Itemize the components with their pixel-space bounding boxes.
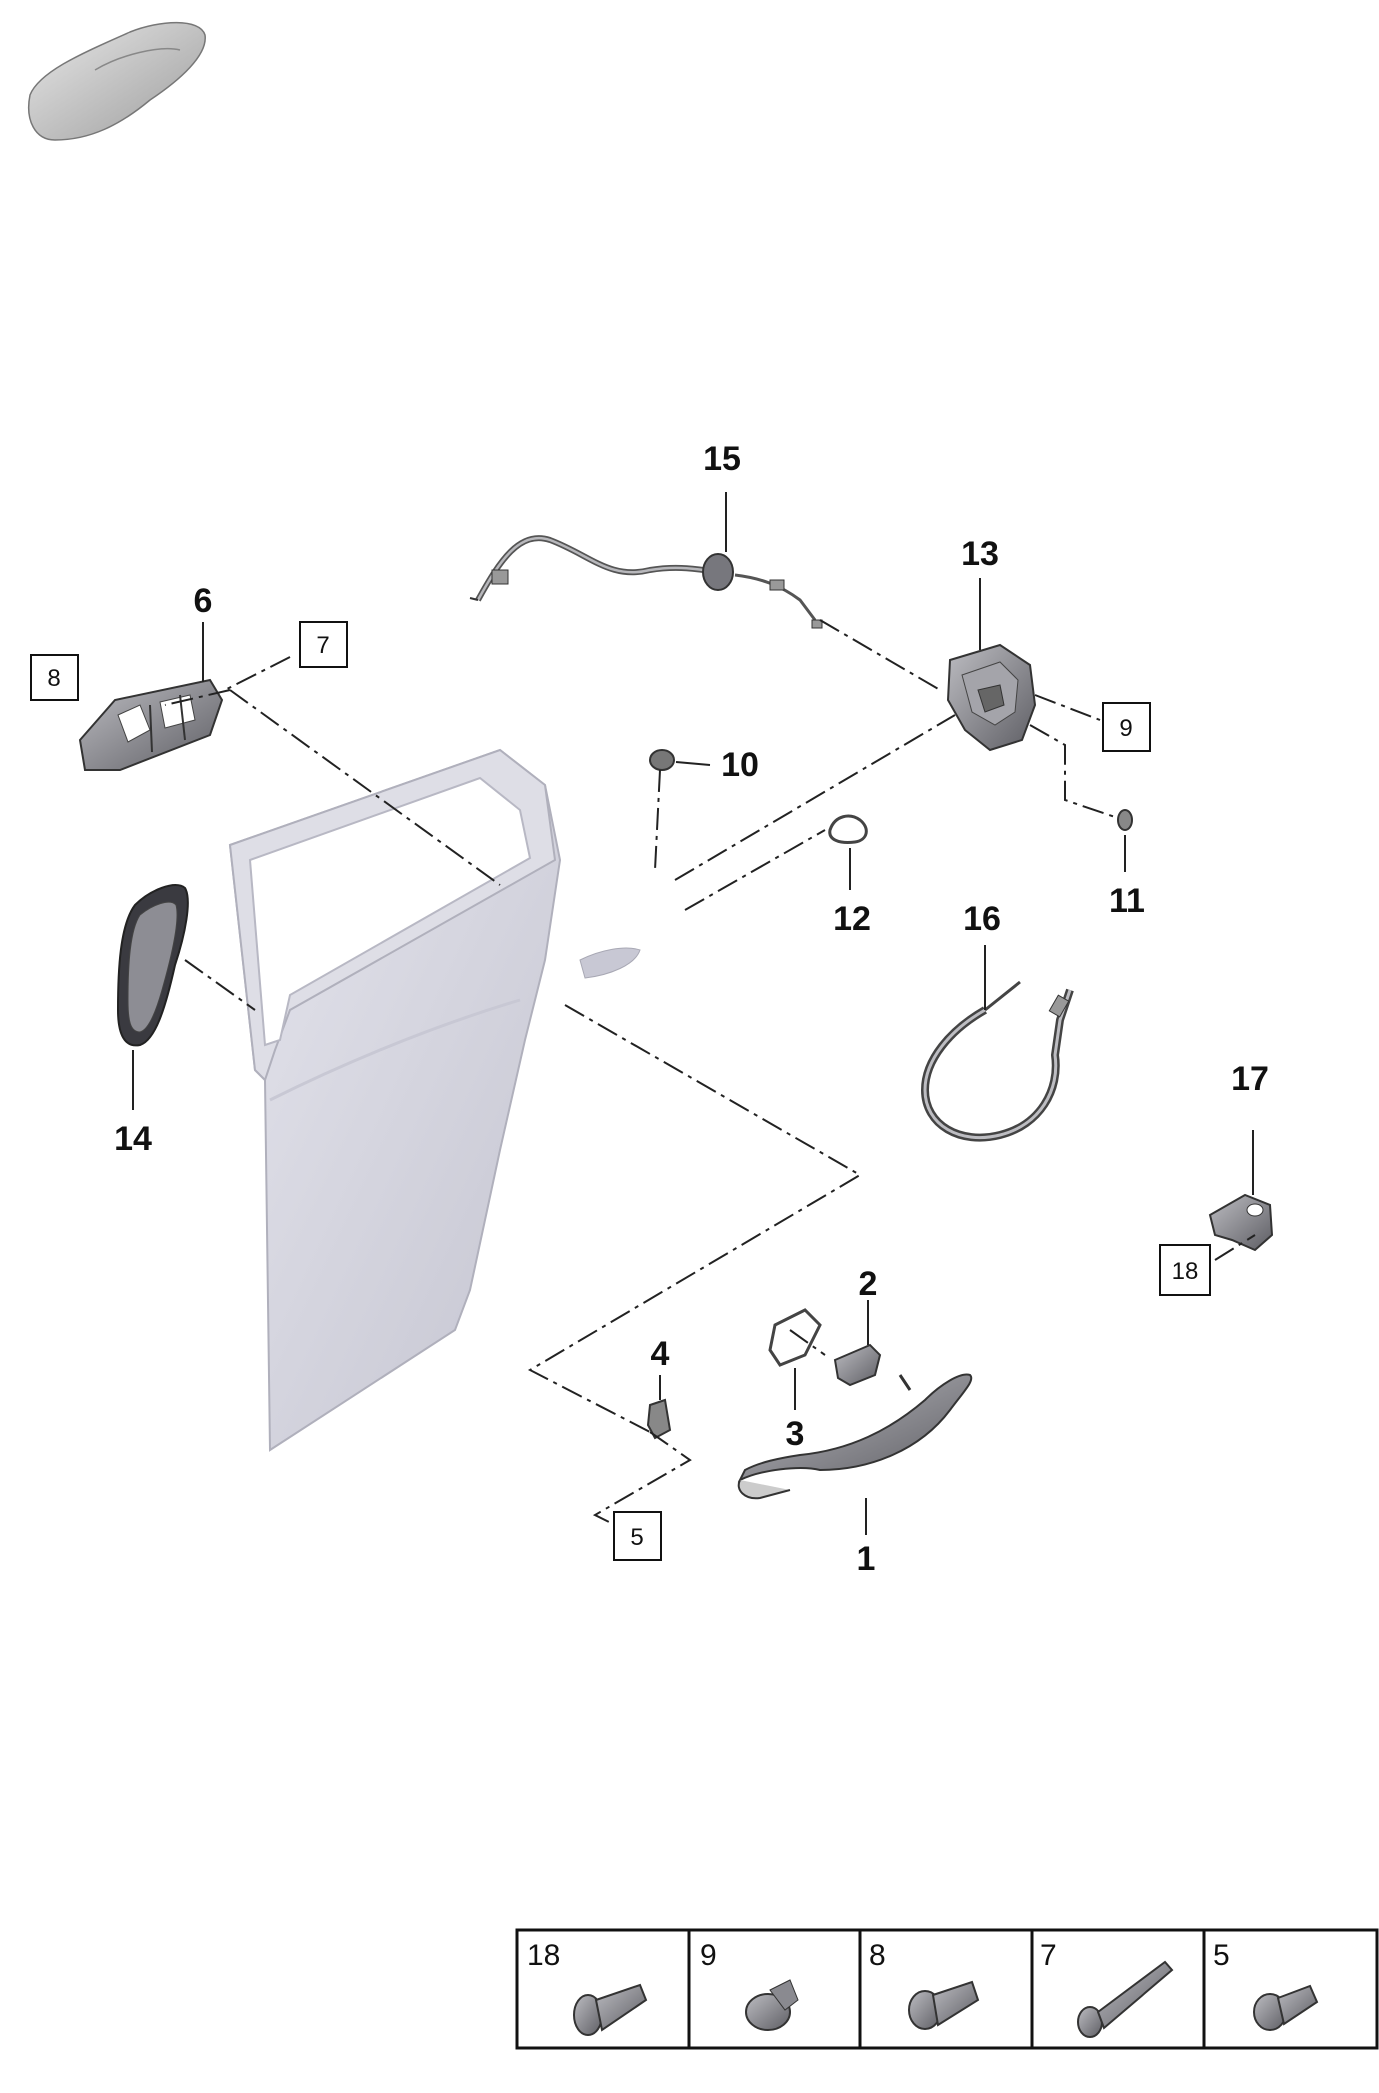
part-14-cover-plate <box>116 884 189 1047</box>
boxed-ref-8: 8 <box>30 654 79 701</box>
svg-text:18: 18 <box>1172 1258 1199 1285</box>
part-17-striker <box>1208 1193 1274 1252</box>
short-torx-bolt-icon <box>1253 1984 1319 2031</box>
callout-14: 14 <box>114 1120 152 1158</box>
part-13-door-lock <box>946 643 1037 752</box>
svg-text:9: 9 <box>1119 715 1132 742</box>
part-4-bracket <box>646 1398 672 1440</box>
svg-text:7: 7 <box>1040 1939 1057 1972</box>
callout-17: 17 <box>1231 1060 1269 1098</box>
svg-text:9: 9 <box>700 1939 717 1972</box>
callout-numbers: 1 2 3 4 6 10 11 12 13 14 15 16 17 <box>114 440 1269 1578</box>
callout-15: 15 <box>703 440 741 478</box>
callout-3: 3 <box>786 1415 805 1453</box>
assembly-dash-lines <box>164 619 1256 1526</box>
long-bolt-icon <box>1077 1960 1174 2038</box>
part-10-clip <box>649 749 675 771</box>
fastener-cell-5: 5 <box>1213 1939 1319 2031</box>
callout-4: 4 <box>651 1335 670 1373</box>
part-6-handle-carrier <box>78 678 224 771</box>
boxed-ref-18: 18 <box>1159 1244 1211 1296</box>
flange-screw-icon <box>745 1979 799 2031</box>
part-2-cover-cap <box>833 1343 882 1387</box>
svg-text:8: 8 <box>869 1939 886 1972</box>
part-3-gasket <box>768 1308 822 1367</box>
torx-bolt-icon <box>908 1980 980 2030</box>
callout-11: 11 <box>1109 882 1145 920</box>
fastener-table: 18 9 8 7 <box>515 1928 1379 2050</box>
leader-lines <box>132 492 1254 1535</box>
part-15-release-cable <box>469 535 823 629</box>
fastener-cell-8: 8 <box>869 1939 980 2030</box>
boxed-references: 7 8 9 18 5 <box>30 621 1211 1561</box>
boxed-ref-9: 9 <box>1102 702 1151 752</box>
svg-text:5: 5 <box>630 1524 643 1551</box>
svg-text:7: 7 <box>316 632 329 659</box>
svg-text:5: 5 <box>1213 1939 1230 1972</box>
svg-text:18: 18 <box>527 1939 560 1972</box>
callout-1: 1 <box>857 1540 876 1578</box>
boxed-ref-7: 7 <box>299 621 348 668</box>
part-16-bowden-cable <box>920 980 1074 1142</box>
part-12-seal <box>828 814 868 844</box>
fastener-cell-18: 18 <box>527 1939 648 2036</box>
boxed-ref-5: 5 <box>613 1511 662 1561</box>
part-11-clip <box>1117 809 1133 831</box>
callout-13: 13 <box>961 535 999 573</box>
callout-12: 12 <box>833 900 871 938</box>
callout-16: 16 <box>963 900 1001 938</box>
rear-door-panel <box>228 748 641 1452</box>
svg-text:8: 8 <box>47 665 60 692</box>
callout-6: 6 <box>194 582 213 620</box>
callout-10: 10 <box>721 746 759 784</box>
vehicle-thumbnail <box>28 21 206 141</box>
fastener-cell-7: 7 <box>1040 1939 1174 2038</box>
fastener-cell-9: 9 <box>700 1939 799 2031</box>
callout-2: 2 <box>859 1265 878 1303</box>
flat-head-screw-icon <box>573 1983 648 2036</box>
part-1-door-handle <box>737 1373 973 1500</box>
